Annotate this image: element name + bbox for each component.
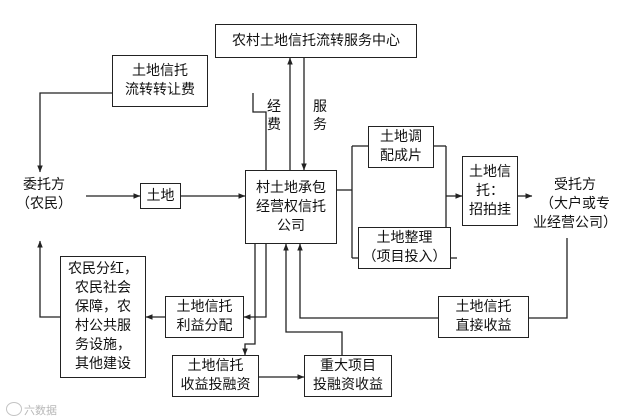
- allocation-box: 土地调 配成片: [368, 126, 434, 168]
- watermark: 六数据: [24, 404, 57, 417]
- trustee-node: 受托方 （大户或专 业经营公司）: [533, 177, 617, 231]
- edge-company-to-investment: [242, 244, 256, 356]
- edge-benefits-to-client: [37, 240, 60, 318]
- edge-fee-to-client: [37, 92, 112, 173]
- profit-distribution-box: 土地信托 利益分配: [165, 296, 244, 338]
- major-project-box: 重大项目 投融资收益: [304, 355, 392, 397]
- consolidation-box: 土地整理 （项目投入）: [358, 227, 451, 269]
- direct-income-box: 土地信托 直接收益: [438, 296, 529, 338]
- land-box: 土地: [140, 183, 181, 209]
- income-investment-box: 土地信托 收益投融资: [172, 355, 259, 397]
- service-center-box: 农村土地信托流转服务中心: [215, 24, 417, 58]
- watermark-logo-icon: [6, 402, 22, 416]
- transfer-fee-box: 土地信托 流转转让费: [112, 55, 208, 107]
- edge-income-to-company: [297, 243, 438, 319]
- client-node: 委托方 （农民）: [16, 177, 72, 212]
- bidding-box: 土地信 托： 招拍挂: [462, 156, 518, 226]
- company-box: 村土地承包 经营权信托 公司: [245, 170, 337, 244]
- edge-company-to-profit: [243, 244, 267, 320]
- edge-project-to-company: [283, 243, 343, 355]
- benefits-box: 农民分红， 农民社会 保障，农 村公共服 务设施， 其他建设: [60, 256, 146, 378]
- edge-label-funds: 经费: [267, 99, 281, 133]
- edge-fee-to-company: [252, 93, 267, 170]
- edge-trustee-to-income: [529, 238, 568, 319]
- edge-label-service: 服务: [313, 99, 327, 133]
